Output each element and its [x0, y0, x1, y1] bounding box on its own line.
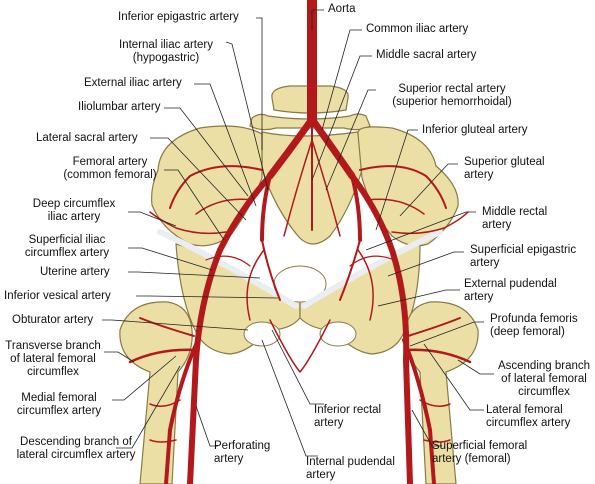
leader-lines	[102, 9, 494, 457]
label-inferior-epigastric-artery: Inferior epigastric artery	[118, 11, 239, 23]
right-common-iliac-vessel	[310, 118, 356, 180]
label-inferior-gluteal-artery: Inferior gluteal artery	[422, 124, 528, 136]
label-superior-rectal-artery: Superior rectal artery(superior hemorrho…	[392, 83, 512, 108]
label-internal-iliac-artery: Internal iliac artery(hypogastric)	[119, 39, 213, 64]
label-lateral-sacral-artery: Lateral sacral artery	[36, 132, 138, 144]
label-middle-sacral-artery: Middle sacral artery	[376, 49, 477, 61]
left-common-iliac-vessel	[266, 118, 314, 180]
label-aorta: Aorta	[328, 3, 356, 15]
left-femur	[119, 301, 193, 484]
label-uterine-artery: Uterine artery	[40, 266, 110, 278]
left-internal-iliac-vessel	[260, 174, 272, 242]
label-external-iliac-artery: External iliac artery	[84, 77, 182, 89]
label-profunda-femoris: Profunda femoris(deep femoral)	[490, 313, 578, 338]
label-obturator-artery: Obturator artery	[12, 314, 94, 326]
label-inferior-vesical-artery: Inferior vesical artery	[4, 290, 111, 302]
right-internal-iliac-vessel	[350, 174, 362, 242]
obturator-foramina	[243, 265, 357, 347]
right-ilium	[357, 126, 459, 247]
label-iliolumbar-artery: Iliolumbar artery	[78, 101, 161, 113]
label-femoral-artery: Femoral artery(common femoral)	[63, 156, 157, 181]
left-ilium	[151, 125, 263, 247]
label-common-iliac-artery: Common iliac artery	[366, 23, 469, 35]
